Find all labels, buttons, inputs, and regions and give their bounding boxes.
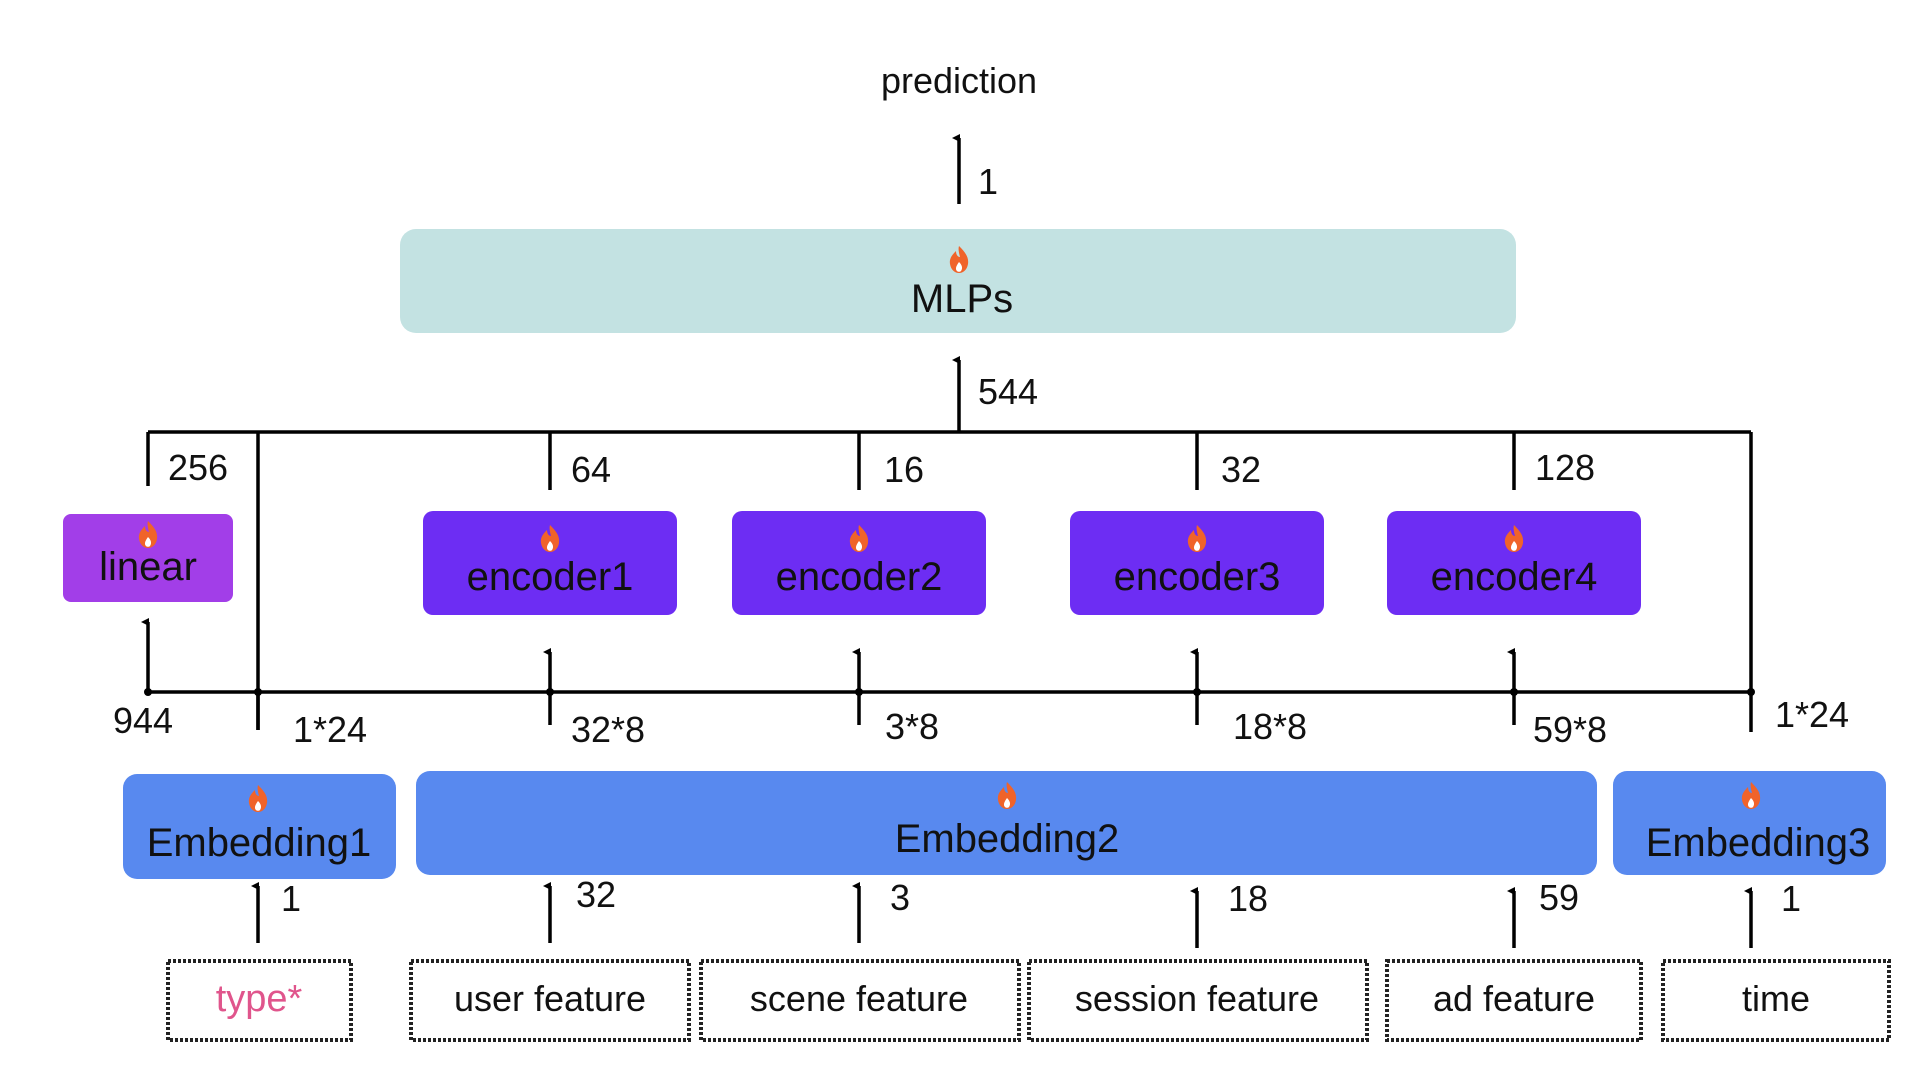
linear-in-dim: 944 (113, 700, 173, 741)
encoder3-label: encoder3 (1114, 555, 1281, 599)
user-feature-dim: 32 (576, 874, 616, 915)
embedding2-block: Embedding2 (416, 771, 1597, 875)
encoder1-label: encoder1 (467, 555, 634, 599)
encoder4-block: encoder4 (1387, 511, 1641, 615)
input-time: time (1661, 959, 1891, 1042)
linear-label: linear (99, 545, 197, 589)
encoder1-in-dim: 32*8 (571, 709, 645, 750)
junction-dots (144, 688, 1755, 696)
input-user-feature-label: user feature (454, 978, 646, 1019)
session-feature-dim: 18 (1228, 878, 1268, 919)
ad-feature-dim: 59 (1539, 877, 1579, 918)
input-ad-feature-label: ad feature (1433, 978, 1595, 1019)
encoder4-out-dim: 128 (1535, 447, 1595, 488)
mlp-input-dim: 544 (978, 371, 1038, 412)
input-user-feature: user feature (409, 959, 691, 1042)
encoder2-label: encoder2 (776, 555, 943, 599)
encoder2-out-dim: 16 (884, 449, 924, 490)
mlp-block: MLPs (400, 229, 1516, 333)
input-time-label: time (1742, 978, 1810, 1019)
encoder3-out-dim: 32 (1221, 449, 1261, 490)
encoder4-label: encoder4 (1431, 555, 1598, 599)
embedding3-block: Embedding3 (1613, 771, 1886, 875)
encoder1-block: encoder1 (423, 511, 677, 615)
encoder1-out-dim: 64 (571, 449, 611, 490)
input-type-label: type* (216, 978, 303, 1020)
input-session-feature: session feature (1027, 959, 1369, 1042)
input-ad-feature: ad feature (1385, 959, 1643, 1042)
embedding1-block: Embedding1 (123, 774, 396, 879)
input-type: type* (166, 959, 353, 1042)
embedding1-out-dim: 1*24 (293, 709, 367, 750)
encoder3-block: encoder3 (1070, 511, 1324, 615)
linear-block: linear (63, 514, 233, 602)
encoder2-in-dim: 3*8 (885, 706, 939, 747)
embedding2-label: Embedding2 (895, 817, 1120, 861)
scene-feature-dim: 3 (890, 877, 910, 918)
mlp-label: MLPs (911, 277, 1013, 321)
input-scene-feature: scene feature (699, 959, 1021, 1042)
encoder2-block: encoder2 (732, 511, 986, 615)
embedding3-label: Embedding3 (1646, 821, 1871, 865)
input-scene-feature-label: scene feature (750, 978, 968, 1019)
encoder3-in-dim: 18*8 (1233, 706, 1307, 747)
embedding3-out-dim: 1*24 (1775, 694, 1849, 735)
prediction-label: prediction (881, 60, 1037, 101)
embedding1-label: Embedding1 (147, 821, 372, 865)
encoder4-in-dim: 59*8 (1533, 709, 1607, 750)
type-dim: 1 (281, 878, 301, 919)
input-session-feature-label: session feature (1075, 978, 1319, 1019)
linear-out-dim: 256 (168, 447, 228, 488)
output-dim-label: 1 (978, 161, 998, 202)
time-dim: 1 (1781, 878, 1801, 919)
